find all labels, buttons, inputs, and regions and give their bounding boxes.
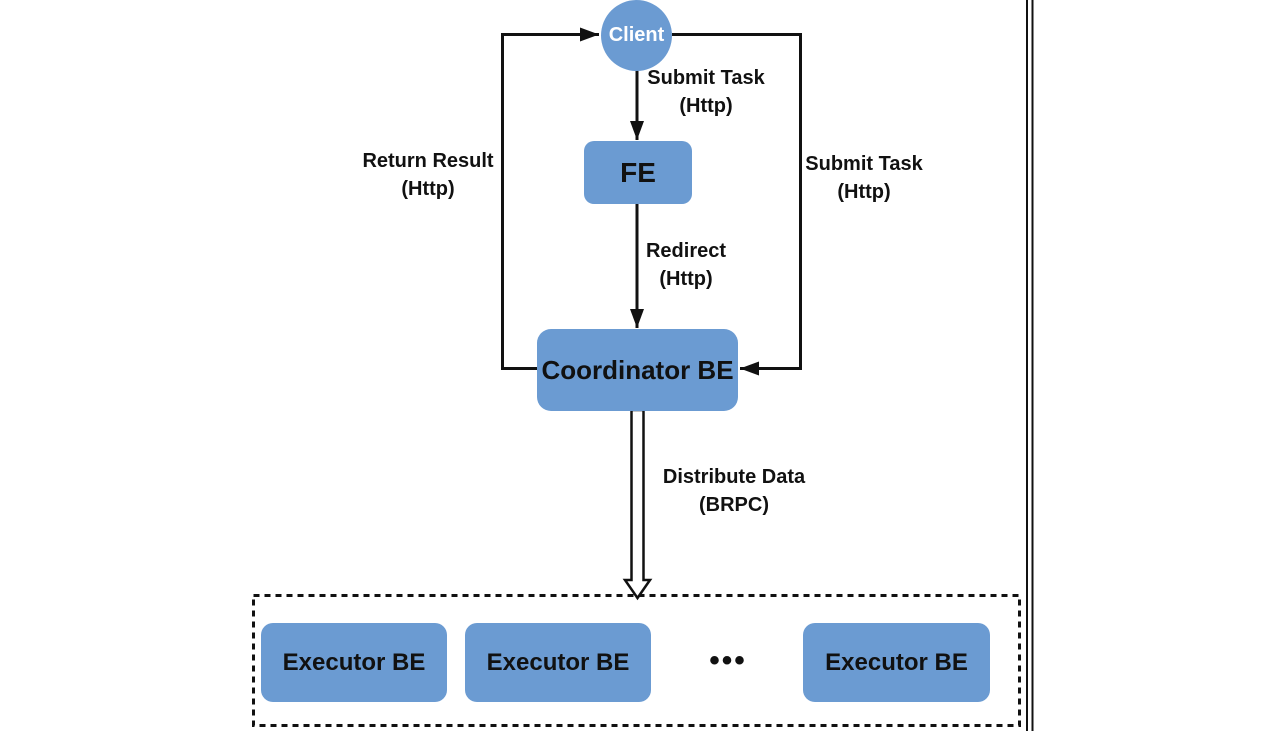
edge-label-line: Redirect <box>645 240 727 262</box>
edge-coordinator-to-client <box>501 27 599 370</box>
edge-label-line: (Http) <box>837 181 891 203</box>
fe-node-label: FE <box>620 156 656 188</box>
executor-be-node-1-label: Executor BE <box>282 648 426 676</box>
edge-label-line: (Http) <box>679 95 733 117</box>
executor-ellipsis: ••• <box>709 644 747 677</box>
client-node: Client <box>601 0 672 71</box>
edge-label-line: Distribute Data <box>662 466 806 488</box>
edge-label-line: (BRPC) <box>699 494 769 516</box>
edge-label-distribute-data: Distribute Data (BRPC) <box>654 463 814 519</box>
executor-be-node-3-label: Executor BE <box>825 648 968 676</box>
edge-label-return-result: Return Result (Http) <box>348 147 508 203</box>
edge-label-line: (Http) <box>401 178 455 200</box>
executor-be-node-2-label: Executor BE <box>486 648 630 676</box>
edge-label-submit-task-top: Submit Task (Http) <box>626 64 786 120</box>
edge-label-line: (Http) <box>659 268 713 290</box>
executor-be-node-2: Executor BE <box>465 623 651 702</box>
edge-label-line: Submit Task <box>647 67 765 89</box>
executor-group-dashed-border <box>252 594 1021 727</box>
edge-coordinator-to-executors-hollow-arrow <box>622 408 653 601</box>
executor-be-node-1: Executor BE <box>261 623 447 702</box>
edge-label-line: Return Result <box>362 150 494 172</box>
executor-be-node-3: Executor BE <box>803 623 990 702</box>
edge-label-redirect: Redirect (Http) <box>606 237 766 293</box>
edge-client-to-coordinator <box>672 33 802 376</box>
client-node-label: Client <box>608 24 665 46</box>
edge-label-submit-task-right: Submit Task (Http) <box>784 150 944 206</box>
coordinator-be-node-label: Coordinator BE <box>541 354 734 385</box>
edge-label-line: Submit Task <box>805 153 923 175</box>
coordinator-be-node: Coordinator BE <box>537 329 738 411</box>
fe-node: FE <box>584 141 692 204</box>
